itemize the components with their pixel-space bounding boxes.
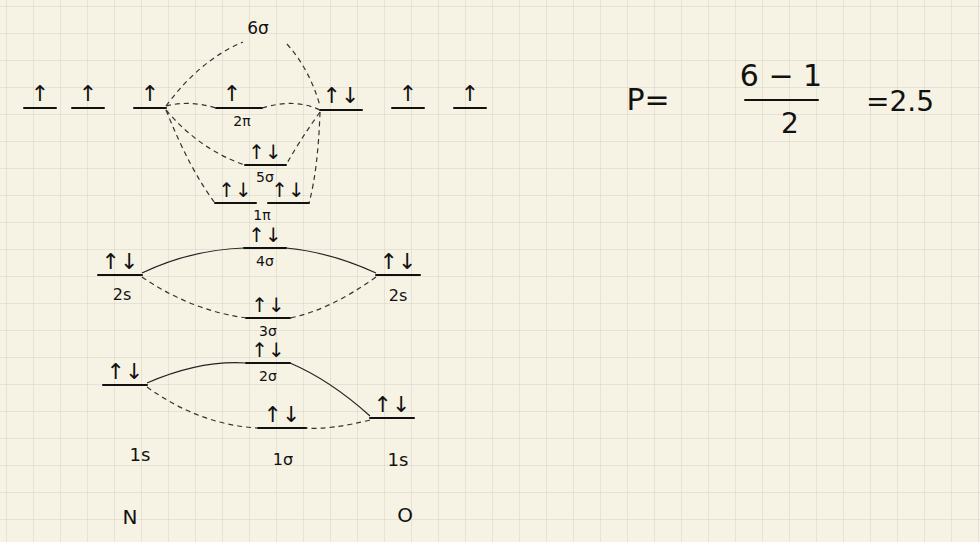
orbital-name: 1σ [273,452,293,468]
formula-numerator: 6 − 1 [740,61,822,91]
formula-text: P= [626,85,669,115]
orbital-name: 4σ [256,254,274,268]
orbital-name: 1s [130,446,151,464]
electron-arrow: ↑ [79,83,97,105]
formula-result: =2.5 [866,88,934,116]
electron-arrow: ↑↓ [323,85,360,107]
orbital-name: 2σ [259,369,277,383]
electron-arrow: ↑↓ [264,404,301,426]
orbital-name: 3σ [259,324,277,338]
orbital-name: 6σ [247,20,269,37]
electron-arrow: ↑ [141,83,159,105]
correlation-lines-dashed [142,42,376,428]
orbital-name: 2s [389,288,408,304]
electron-arrow: ↑↓ [380,251,417,273]
electron-arrow: ↑ [461,83,479,105]
orbital-name: 1π [253,208,270,222]
electron-arrow: ↑ [223,83,241,105]
correlation-lines [142,248,376,416]
electron-arrow: ↑↓ [107,361,144,383]
orbital-name: 2π [233,114,250,128]
electron-arrow: ↑ [31,83,49,105]
formula-denominator: 2 [781,110,799,138]
orbital-name: 1s [388,451,409,469]
electron-arrow: ↑↓ [251,295,285,315]
electron-arrow: ↑↓ [248,142,282,162]
electron-arrow: ↑↓ [218,180,252,200]
orbital-levels [24,100,818,428]
electron-arrow: ↑↓ [248,225,282,245]
electron-arrow: ↑↓ [374,394,411,416]
electron-arrow: ↑↓ [271,180,305,200]
atom-symbol: O [397,505,413,525]
orbital-name: 2s [113,287,132,303]
electron-arrow: ↑↓ [251,340,285,360]
orbital-name: 5σ [256,170,274,184]
electron-arrow: ↑ [399,83,417,105]
electron-arrow: ↑↓ [102,251,139,273]
atom-symbol: N [123,507,138,527]
